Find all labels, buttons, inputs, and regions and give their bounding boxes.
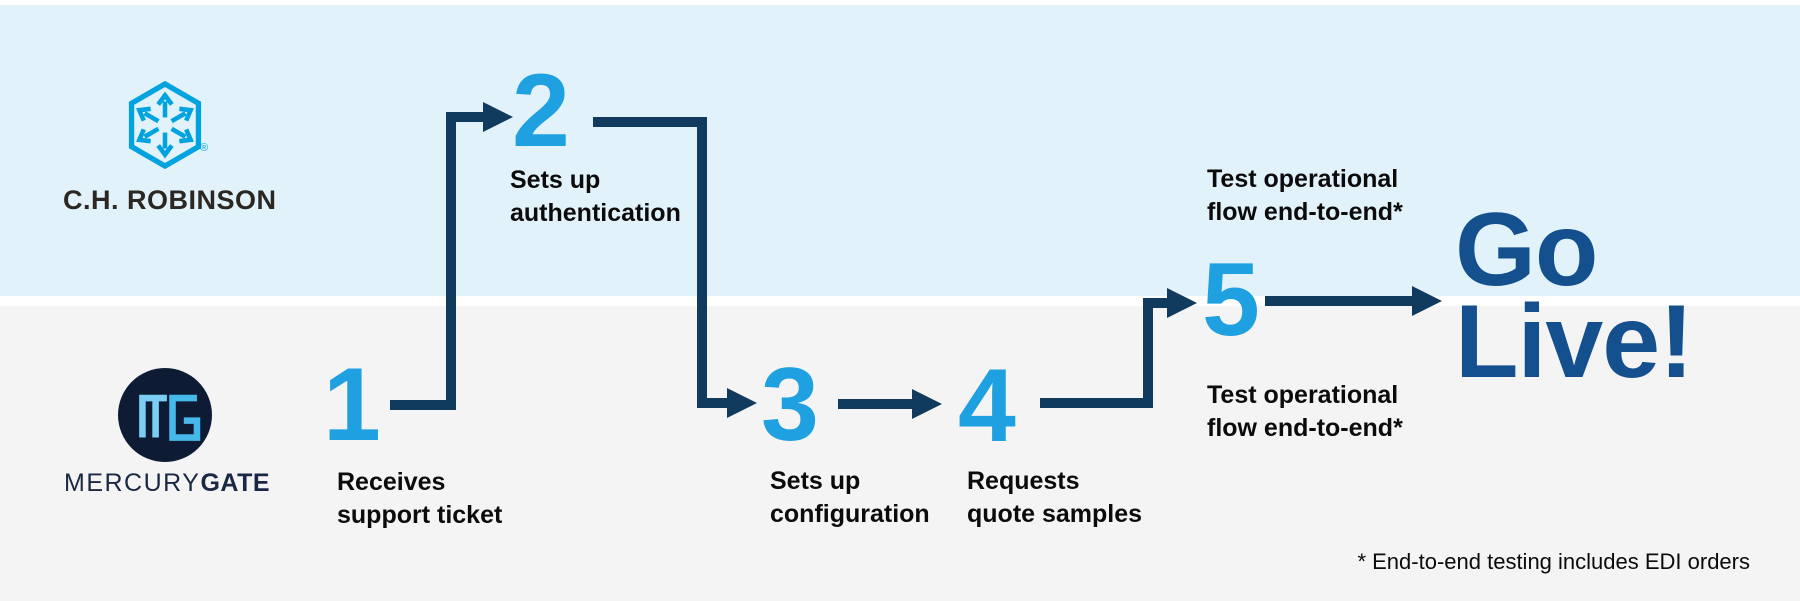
step-4-label: Requests quote samples: [967, 467, 1143, 528]
mg-circle-logo-icon: [118, 368, 212, 462]
step-1-number: 1: [323, 347, 381, 463]
step-3-label: Sets up configuration: [770, 467, 930, 528]
step-5-label-top: Test operational flow end-to-end*: [1207, 165, 1403, 226]
step-1-label: Receives support ticket: [337, 468, 503, 529]
registered-mark: ®: [200, 142, 209, 154]
go-live-text: Go Live!: [1455, 192, 1694, 400]
mercurygate-lane-background: [0, 306, 1800, 601]
footnote: * End-to-end testing includes EDI orders: [1357, 549, 1750, 574]
arrow-step4-to-step5: [1040, 288, 1197, 408]
hexagon-arrows-logo-icon: [128, 80, 202, 170]
step-2-label: Sets up authentication: [510, 166, 681, 227]
step-4-number: 4: [958, 348, 1016, 464]
step-3-number: 3: [761, 347, 819, 463]
chrobinson-wordmark: C.H. ROBINSON: [63, 185, 277, 215]
step-5-label-bottom: Test operational flow end-to-end*: [1207, 381, 1403, 442]
arrow-step2-to-step3: [593, 117, 757, 418]
step-2-number: 2: [512, 53, 570, 169]
step-5-number: 5: [1202, 242, 1260, 358]
chrobinson-lane-background: [0, 5, 1800, 296]
mercurygate-wordmark-gate: GATE: [200, 469, 271, 497]
mercurygate-wordmark: MERCURYGATE: [64, 469, 304, 498]
arrow-step1-to-step2: [390, 102, 513, 410]
mercurygate-wordmark-mercury: MERCURY: [64, 469, 201, 497]
